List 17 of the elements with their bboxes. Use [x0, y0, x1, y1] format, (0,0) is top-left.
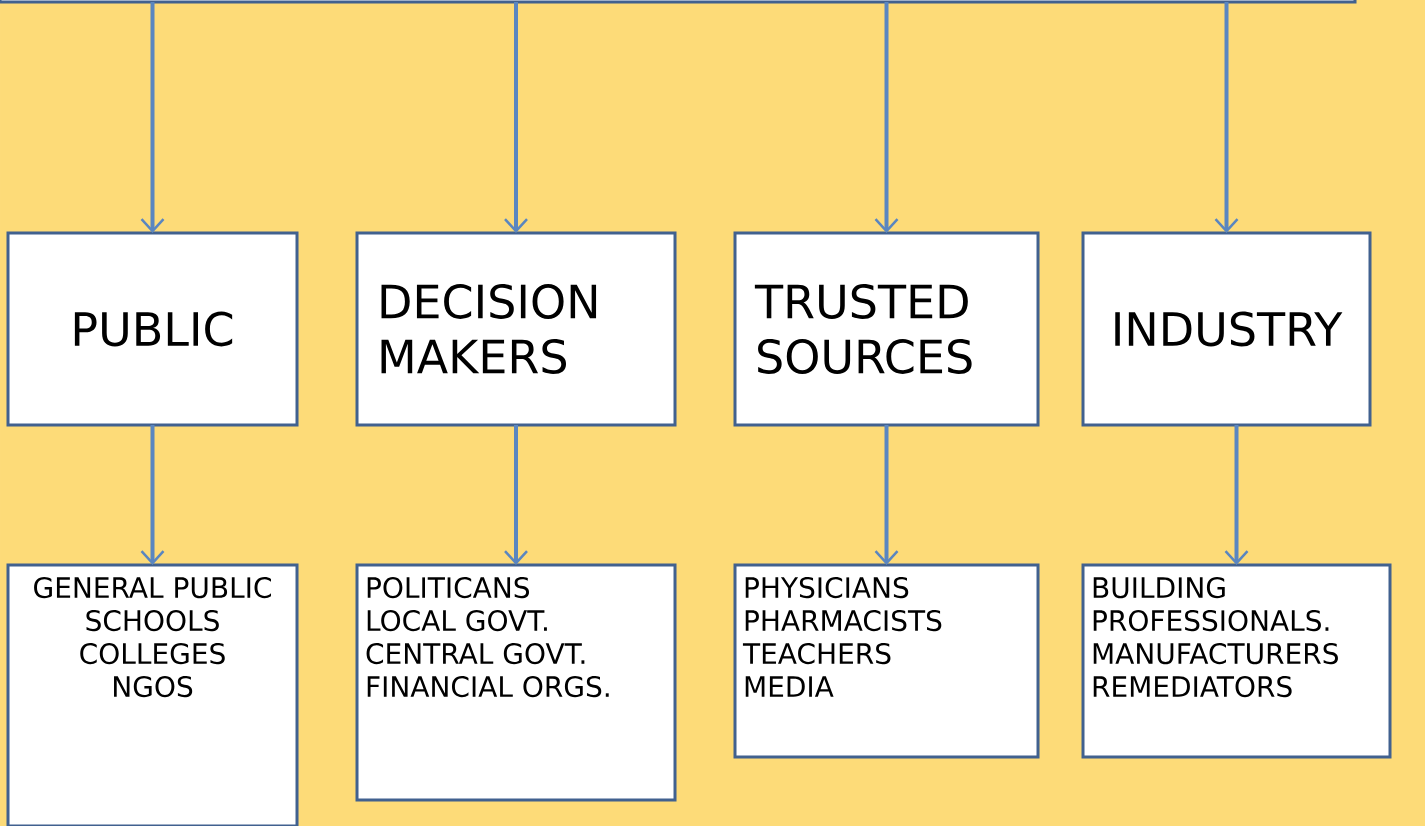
header-box	[0, 0, 1357, 4]
arrow	[504, 2, 528, 233]
category-box: TRUSTED SOURCES	[733, 231, 1040, 427]
list-box: GENERAL PUBLIC SCHOOLS COLLEGES NGOS	[6, 563, 299, 826]
arrow	[504, 425, 528, 565]
arrow	[874, 425, 899, 565]
category-box: DECISION MAKERS	[355, 231, 677, 427]
category-box: PUBLIC	[6, 231, 299, 427]
arrow	[874, 2, 899, 233]
list-box: PHYSICIANS PHARMACISTS TEACHERS MEDIA	[733, 563, 1040, 759]
arrow	[1224, 425, 1249, 565]
category-box: INDUSTRY	[1081, 231, 1372, 427]
arrow	[140, 425, 165, 565]
arrow	[140, 2, 165, 233]
arrow	[1214, 2, 1239, 233]
list-box: POLITICANS LOCAL GOVT. CENTRAL GOVT. FINANCIAL ORGS.	[355, 563, 677, 802]
list-box: BUILDING PROFESSIONALS. MANUFACTURERS REMEDIATORS	[1081, 563, 1392, 759]
